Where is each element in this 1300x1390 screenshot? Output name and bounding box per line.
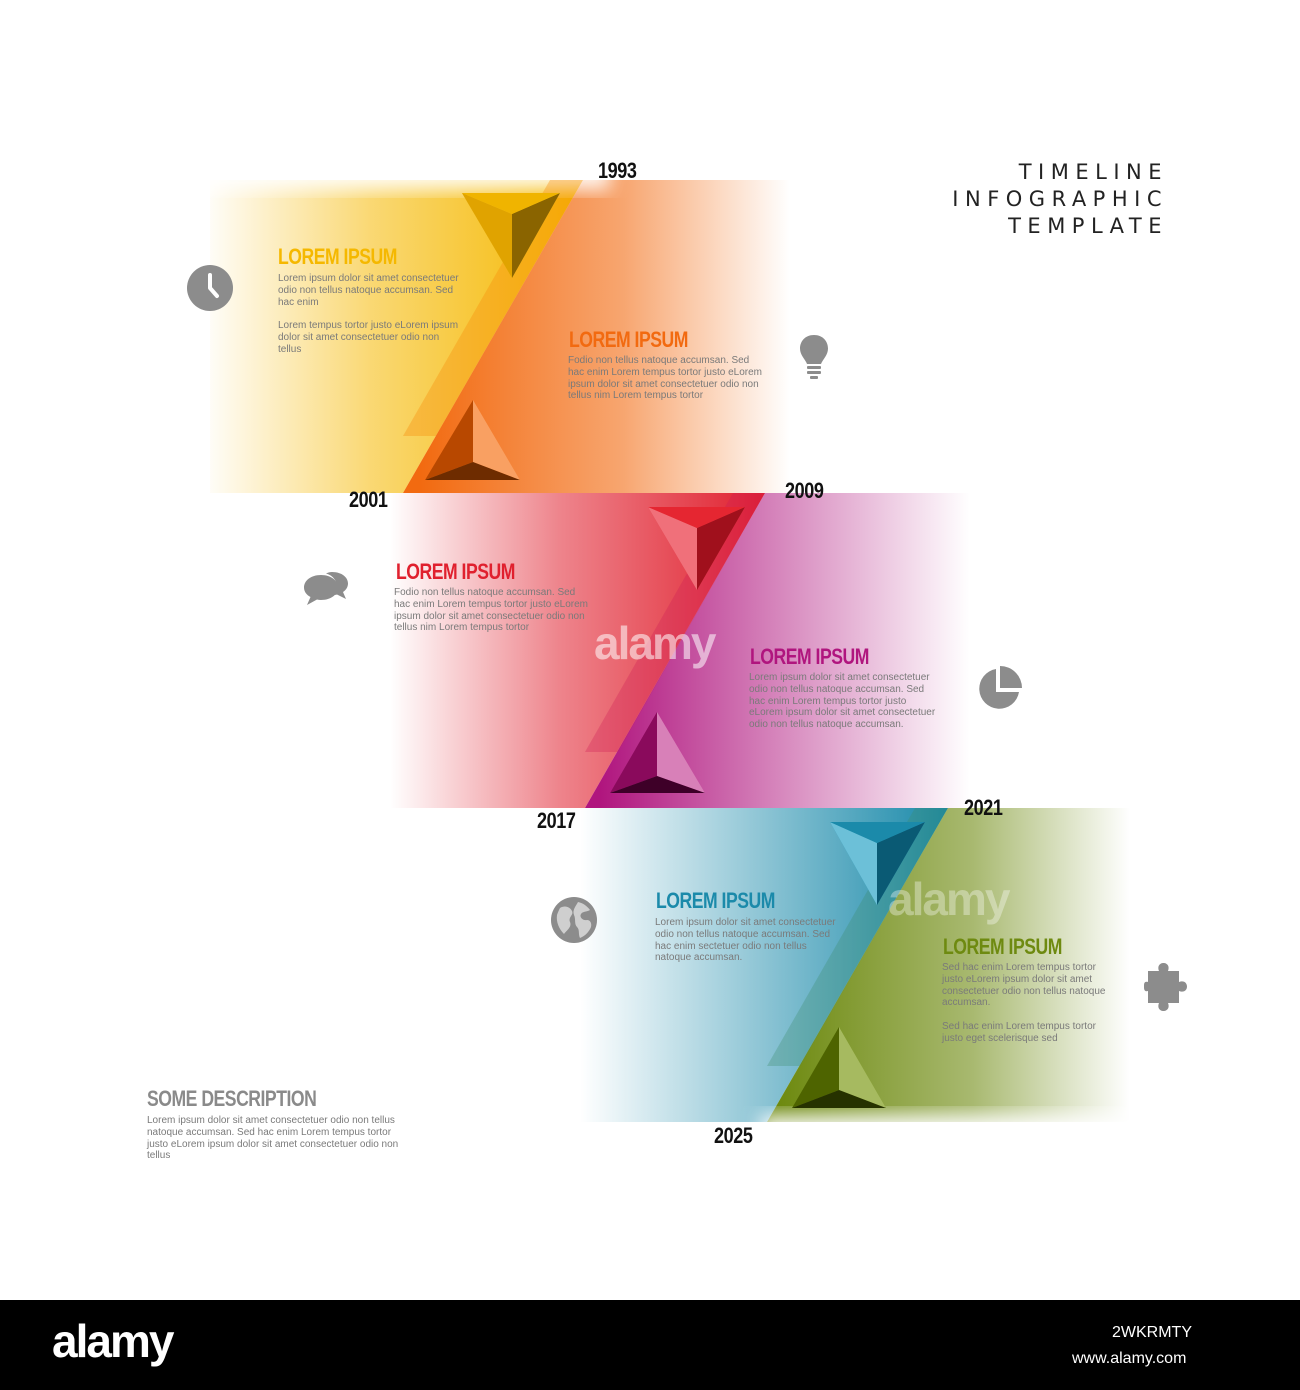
year-label-2009: 2009 [785,478,824,503]
title-line-3: TEMPLATE [1008,214,1168,238]
band-2001 [403,180,800,493]
watermark-alamy-2: alamy [888,873,1010,925]
watermark-alamy-1: alamy [594,617,716,669]
step-title-1993: LOREM IPSUM [278,244,397,269]
step-title-2017: LOREM IPSUM [750,644,869,669]
watermark-url: www.alamy.com [1072,1350,1187,1367]
watermark-image-id: 2WKRMTY [1112,1324,1192,1341]
band-2017 [585,493,980,808]
watermark-logo: alamy [52,1315,174,1367]
description-text: Lorem ipsum dolor sit amet consectetuer … [147,1115,399,1162]
band-2021 [580,808,948,1122]
year-label-2025: 2025 [714,1123,753,1148]
spine-segment-2 [585,493,765,752]
spine-segment-1 [403,180,583,436]
description-title: SOME DESCRIPTION [147,1086,317,1111]
pyramid-2009 [648,507,745,590]
year-label-1993: 1993 [598,158,637,183]
step-title-2025: LOREM IPSUM [943,934,1062,959]
timeline-spine [403,180,948,1066]
year-label-2021: 2021 [964,795,1003,820]
band-1993 [210,180,583,493]
watermark-footer: alamy 2WKRMTY www.alamy.com [0,1300,1300,1390]
title-line-2: INFOGRAPHIC [952,187,1168,211]
title-line-1: TIMELINE [1018,160,1168,184]
pyramid-2025 [792,1027,886,1108]
pyramid-1993 [462,193,560,278]
year-label-2001: 2001 [349,487,388,512]
spine-segment-3 [767,808,948,1066]
chat-bubbles-icon [304,572,348,605]
band-2009 [390,493,765,808]
globe-icon [551,897,597,943]
pyramid-2001 [425,400,520,480]
clock-icon [187,265,233,311]
year-label-2017: 2017 [537,808,576,833]
pie-chart-icon [979,666,1022,709]
step-title-2021: LOREM IPSUM [656,888,775,913]
timeline-artwork [190,150,1160,1154]
bottom-haze [760,1114,1160,1154]
timeline-bands [190,150,1160,1154]
pyramid-2021 [830,822,925,905]
top-haze [190,150,610,190]
step-title-2009: LOREM IPSUM [396,559,515,584]
pyramid-2017 [610,712,705,793]
band-2025 [767,808,1135,1122]
lightbulb-icon [800,335,828,379]
step-title-2001: LOREM IPSUM [569,327,688,352]
puzzle-piece-icon [1144,963,1187,1011]
